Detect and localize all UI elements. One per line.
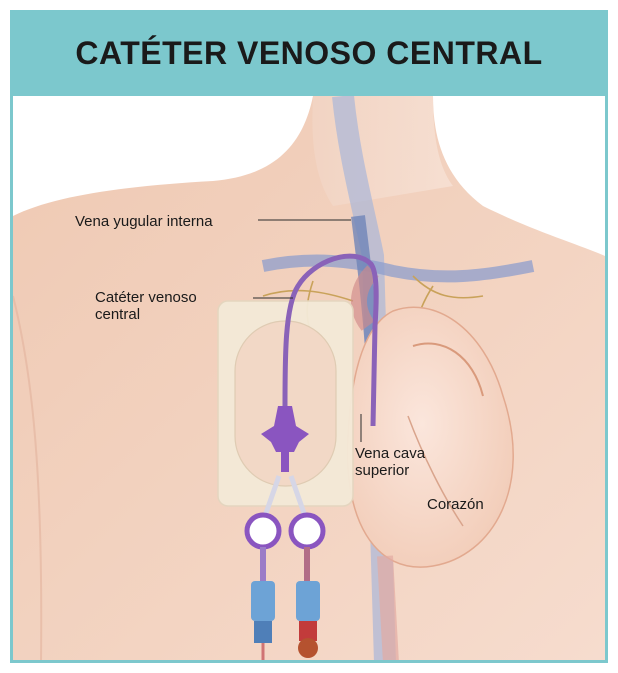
label-central-catheter-line1: Catéter venoso — [95, 289, 197, 306]
label-central-catheter: Catéter venoso central — [95, 289, 197, 323]
title-banner: CATÉTER VENOSO CENTRAL — [13, 10, 605, 96]
label-superior-vena-cava: Vena cava superior — [355, 445, 425, 479]
label-heart: Corazón — [427, 496, 484, 513]
label-superior-vena-cava-line2: superior — [355, 462, 425, 479]
aorta — [385, 556, 391, 663]
label-jugular-vein: Vena yugular interna — [75, 213, 213, 230]
label-superior-vena-cava-line1: Vena cava — [355, 445, 425, 462]
diagram-frame: CATÉTER VENOSO CENTRAL — [10, 10, 608, 663]
label-central-catheter-line2: central — [95, 306, 197, 323]
diagram-title: CATÉTER VENOSO CENTRAL — [75, 35, 542, 72]
chest-illustration — [13, 96, 605, 663]
